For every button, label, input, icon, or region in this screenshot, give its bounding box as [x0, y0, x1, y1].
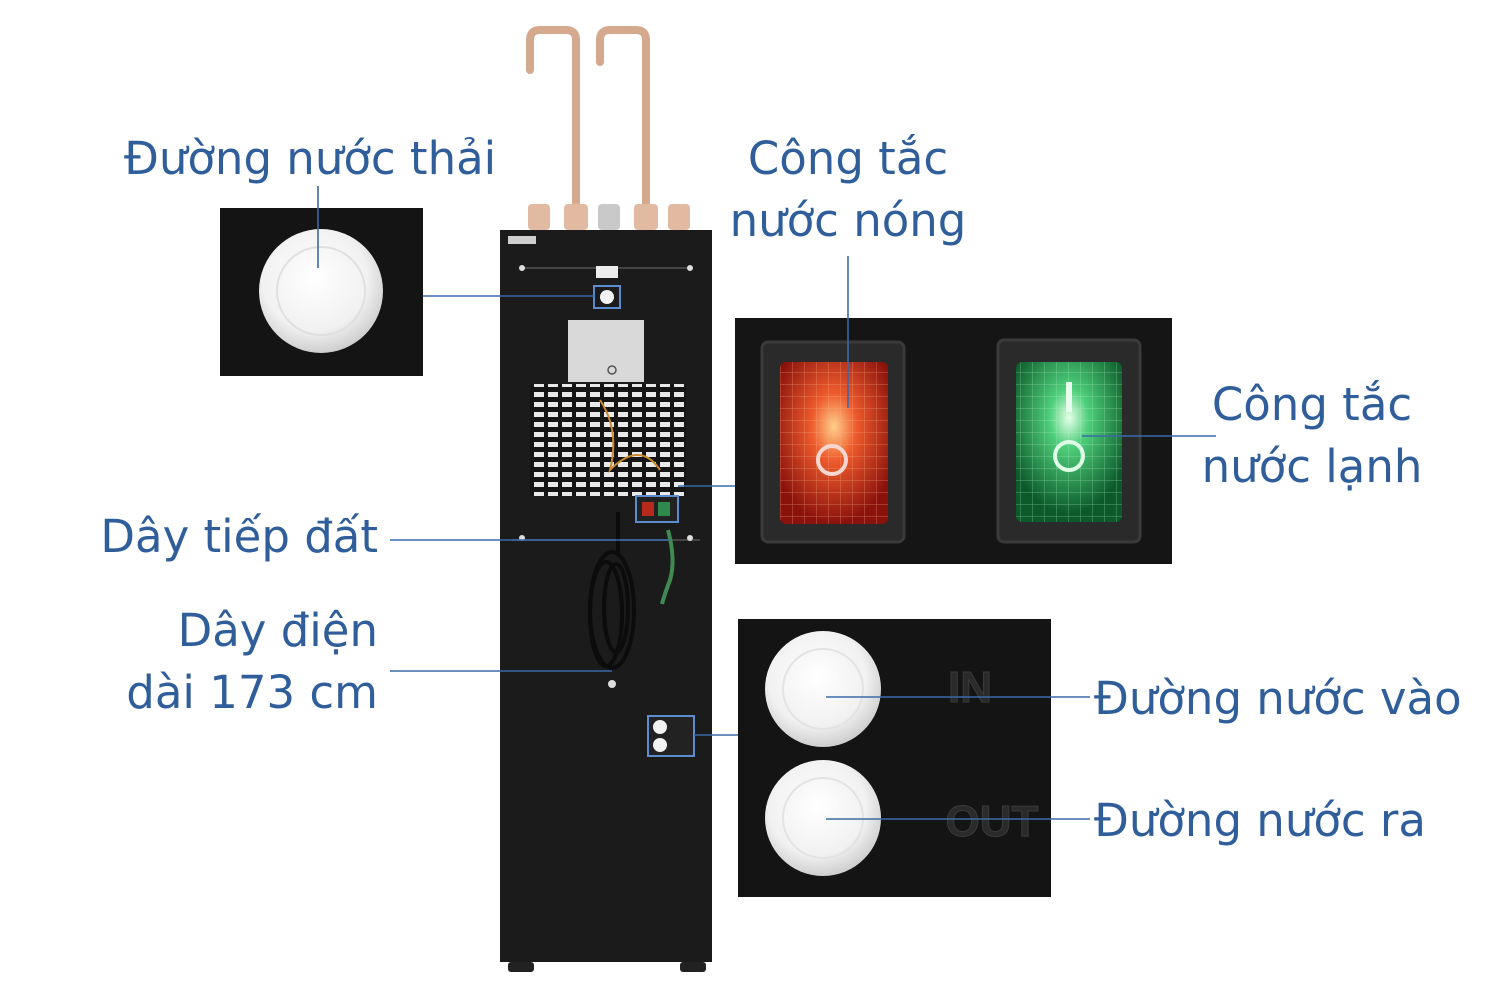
inset-switches: [735, 318, 1172, 564]
leader-lines: [317, 186, 1216, 820]
label-waste-water: Đường nước thải: [124, 132, 497, 185]
label-cold-switch: Công tắc nước lạnh: [1192, 374, 1432, 498]
label-ground-wire: Dây tiếp đất: [100, 510, 378, 563]
label-water-in: Đường nước vào: [1094, 672, 1462, 725]
port-mark-out: OUT: [946, 797, 1039, 846]
faucet-pipes: [526, 26, 650, 214]
label-hot-switch-line-2: nước nóng: [729, 194, 967, 247]
label-power-cord-line-2: dài 173 cm: [126, 666, 378, 719]
label-hot-switch: Công tắc nước nóng: [720, 128, 976, 252]
pipe-fittings: [528, 204, 690, 230]
label-hot-switch-line-1: Công tắc: [747, 132, 949, 185]
label-cold-switch-line-1: Công tắc: [1211, 378, 1413, 431]
port-mark-in: IN: [948, 663, 992, 712]
label-cold-switch-line-2: nước lạnh: [1201, 440, 1423, 493]
inset-waste-water: [220, 208, 423, 376]
inset-in-out-ports: [738, 619, 1051, 897]
label-power-cord-line-1: Dây điện: [177, 604, 378, 657]
label-water-out: Đường nước ra: [1094, 794, 1427, 847]
purifier-cabinet: [500, 230, 712, 972]
label-power-cord: Dây điện dài 173 cm: [60, 600, 378, 724]
